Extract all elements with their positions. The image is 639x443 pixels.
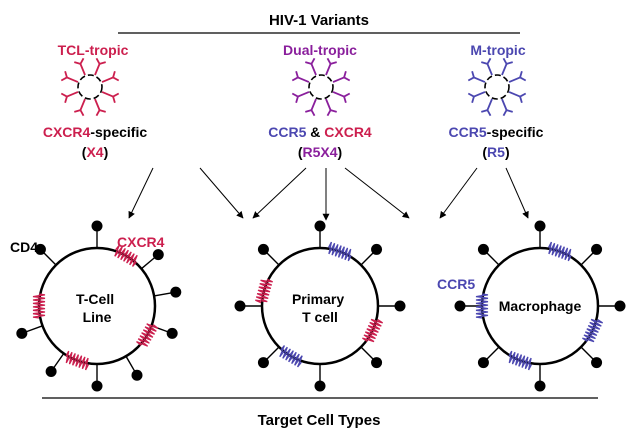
cd4-head [234,300,246,312]
cell-label: Macrophage [499,298,582,314]
arrow-dual-to-primary-left [252,167,307,219]
cd4-head [152,249,164,261]
cd4-stalk [580,251,595,266]
cd4-head [477,243,489,255]
coreceptor-coil [508,350,532,371]
arrow-dual-to-macrophage [344,167,410,219]
coreceptor-coil [475,293,489,319]
coreceptor-coil [582,318,604,343]
cell-membrane [260,246,380,366]
cd4-head [131,369,143,381]
coreceptors [32,244,159,371]
cd4-stalk [42,251,57,266]
cd4-stalk [360,346,375,361]
variant-name: M-tropic [470,42,525,58]
cd4-stalk [153,292,172,297]
cd4-stalk [485,346,500,361]
cd4-head [91,380,103,392]
cd4-label: CD4 [10,239,38,255]
coreceptors [255,241,384,368]
cd4-head [371,243,383,255]
cd4-head [534,380,546,392]
arrow-tcl-to-primary [199,167,244,219]
cell-label: T-Cell Line [76,291,118,325]
coreceptor-coil [548,241,572,262]
coreceptor-coil [114,244,138,267]
cd4-head [314,220,326,232]
virus-particle-icon [60,57,120,117]
coreceptor-coil [136,323,159,347]
variant-code: (R5) [482,144,509,160]
variant-tcl: TCL-tropic CXCR4-specific (X4) [43,42,147,160]
footer-label: Target Cell Types [258,412,381,429]
cxcr4-label: CXCR4 [117,234,165,250]
cd4-stalk [360,251,375,266]
cd4-stalk [25,325,43,333]
cd4-head [16,327,28,339]
virus-particle-icon [467,57,527,117]
cd4-head [591,357,603,369]
coreceptor-coil [279,345,303,368]
diagram-title: HIV-1 Variants [269,12,369,29]
cell-macrophage: Macrophage [454,220,626,392]
cell-primary-t-cell: Primary T cell [234,220,406,392]
coreceptors [475,241,604,371]
variant-name: TCL-tropic [58,42,129,58]
cd4-receptors [454,220,626,392]
cd4-receptors [16,220,182,392]
cd4-head [534,220,546,232]
cd4-stalk [265,346,280,361]
virus-particle-icon [291,57,351,117]
cd4-stalk [485,251,500,266]
variant-code: (X4) [82,144,108,160]
arrow-m-to-macrophage [505,167,529,219]
variant-code: (R5X4) [298,144,342,160]
cd4-head [257,243,269,255]
variant-specificity: CCR5 & CXCR4 [268,124,372,140]
variant-name: Dual-tropic [283,42,357,58]
coreceptor-coil [328,241,352,262]
cd4-head [454,300,466,312]
coreceptor-coil [362,318,384,343]
cd4-head [34,243,46,255]
cd4-head [614,300,626,312]
cd4-stalk [580,346,595,361]
cd4-head [371,357,383,369]
variant-dual: Dual-tropic CCR5 & CXCR4 (R5X4) [268,42,372,160]
coreceptor-coil [255,278,273,304]
cd4-head [591,243,603,255]
cd4-stalk [140,256,156,270]
variant-m: M-tropic CCR5-specific (R5) [449,42,544,160]
ccr5-label: CCR5 [437,276,475,292]
cd4-head [314,380,326,392]
cd4-head [91,220,103,232]
coreceptor-coil [32,293,46,319]
arrow-tcl-to-tcell-line [128,167,154,219]
arrow-m-to-primary [439,167,478,219]
tropism-arrows [128,167,529,221]
variant-specificity: CXCR4-specific [43,124,147,140]
cd4-head [257,357,269,369]
cell-label: Primary T cell [292,291,348,325]
variant-specificity: CCR5-specific [449,124,544,140]
cd4-stalk [125,355,136,373]
cd4-head [477,357,489,369]
cd4-head [45,366,57,378]
cd4-head [170,286,182,298]
cd4-head [166,327,178,339]
cd4-head [394,300,406,312]
cd4-stalk [265,251,280,266]
cd4-stalk [52,353,65,369]
cd4-receptors [234,220,406,392]
cell-tcell-line: T-Cell Line [16,220,182,392]
coreceptor-coil [65,350,89,371]
